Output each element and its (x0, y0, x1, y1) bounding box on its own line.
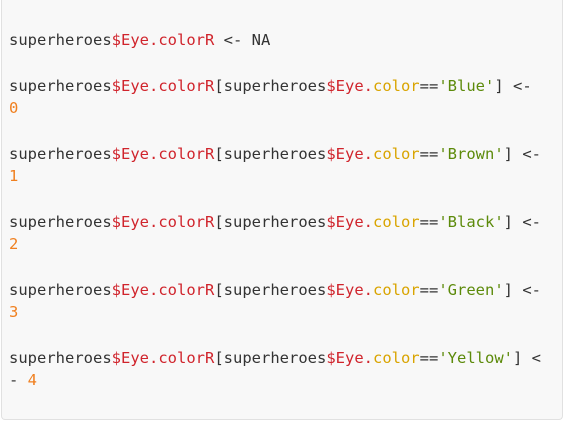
code-token-member: color (372, 145, 420, 163)
code-token-string: 'Black' (438, 213, 504, 231)
code-token-dollar: $ (326, 145, 336, 163)
code-token-field: Eye. (335, 77, 373, 95)
code-token-dollar: $ (326, 281, 336, 299)
code-line-2: superheroes$Eye.colorR[superheroes$Eye.c… (9, 75, 532, 97)
code-line-3: superheroes$Eye.colorR[superheroes$Eye.c… (9, 143, 541, 165)
code-token-dollar: $ (326, 213, 336, 231)
code-token-number: 2 (9, 235, 19, 253)
code-token-dollar: $ (111, 281, 121, 299)
code-token-dollar: $ (326, 77, 336, 95)
code-token-field: Eye.colorR (121, 145, 215, 163)
code-token-assign: ] <- (494, 77, 532, 95)
code-token-field: Eye. (335, 145, 373, 163)
code-line-4: superheroes$Eye.colorR[superheroes$Eye.c… (9, 211, 541, 233)
code-line-5: superheroes$Eye.colorR[superheroes$Eye.c… (9, 279, 541, 301)
code-token-string: 'Brown' (438, 145, 504, 163)
code-token-field: Eye.colorR (121, 349, 215, 367)
code-token-equals: == (419, 77, 439, 95)
code-line-6-wrap: - 4 (9, 369, 37, 391)
code-token-dollar: $ (111, 31, 121, 49)
code-token-equals: == (419, 213, 439, 231)
code-token-field: Eye.colorR (121, 281, 215, 299)
code-token-number: 0 (9, 99, 19, 117)
code-token-string: 'Blue' (438, 77, 495, 95)
code-token-equals: == (419, 349, 439, 367)
code-token-object: superheroes (9, 77, 112, 95)
code-token-assign: ] <- (503, 281, 541, 299)
code-token-string: 'Green' (438, 281, 504, 299)
code-token-object: superheroes (9, 145, 112, 163)
code-token-assign: ] < (512, 349, 541, 367)
code-token-dollar: $ (111, 213, 121, 231)
code-token-field: Eye. (335, 281, 373, 299)
code-token-field: Eye.colorR (121, 77, 215, 95)
code-token-bracket-object: [superheroes (214, 77, 327, 95)
code-token-object: superheroes (9, 31, 112, 49)
code-line-5-wrap: 3 (9, 301, 18, 323)
code-token-object: superheroes (9, 281, 112, 299)
code-token-bracket-object: [superheroes (214, 281, 327, 299)
code-token-equals: == (419, 145, 439, 163)
code-line-1: superheroes$Eye.colorR <- NA (9, 29, 270, 51)
code-token-assign: ] <- (503, 213, 541, 231)
code-token-bracket-object: [superheroes (214, 145, 327, 163)
code-token-bracket-object: [superheroes (214, 213, 327, 231)
code-token-dollar: $ (111, 349, 121, 367)
code-token-assign-tail: - (9, 371, 28, 389)
code-token-number: 3 (9, 303, 19, 321)
code-token-dollar: $ (111, 77, 121, 95)
code-token-string: 'Yellow' (438, 349, 513, 367)
code-token-number: 1 (9, 167, 19, 185)
code-line-4-wrap: 2 (9, 233, 18, 255)
code-token-bracket-object: [superheroes (214, 349, 327, 367)
code-token-object: superheroes (9, 213, 112, 231)
code-token-member: color (372, 349, 420, 367)
code-token-member: color (372, 77, 420, 95)
code-token-field: Eye.colorR (121, 31, 215, 49)
code-token-field: Eye.colorR (121, 213, 215, 231)
code-token-member: color (372, 281, 420, 299)
code-token-object: superheroes (9, 349, 112, 367)
code-line-6: superheroes$Eye.colorR[superheroes$Eye.c… (9, 347, 541, 369)
code-token-assign: ] <- (503, 145, 541, 163)
code-line-2-wrap: 0 (9, 97, 18, 119)
code-token-dollar: $ (111, 145, 121, 163)
code-token-equals: == (419, 281, 439, 299)
code-token-assign-na: <- NA (214, 31, 271, 49)
code-line-3-wrap: 1 (9, 165, 18, 187)
code-token-field: Eye. (335, 349, 373, 367)
code-token-field: Eye. (335, 213, 373, 231)
code-token-dollar: $ (326, 349, 336, 367)
code-token-number: 4 (27, 371, 38, 389)
code-token-member: color (372, 213, 420, 231)
